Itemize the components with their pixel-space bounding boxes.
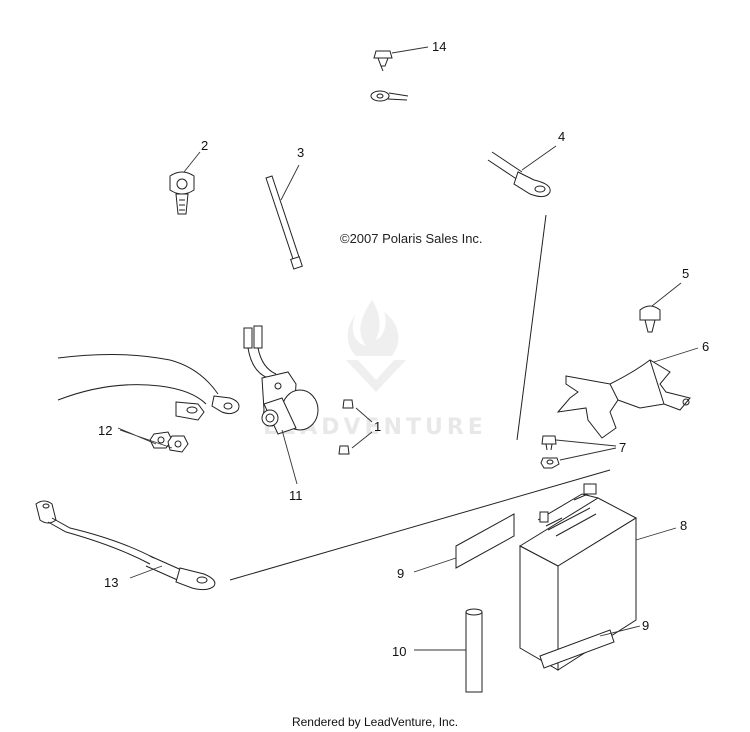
- part-9-label-upper: [455, 513, 515, 569]
- copyright-text: ©2007 Polaris Sales Inc.: [340, 231, 483, 246]
- part-13-cable: [35, 500, 216, 591]
- divider-line-2: [229, 469, 611, 581]
- part-7-nut: [540, 457, 560, 469]
- part-7-bolt: [541, 435, 557, 451]
- part-4-cable: [487, 151, 551, 198]
- divider-line-1: [516, 214, 547, 441]
- solenoid-wire-terminal: [211, 395, 240, 415]
- callout-9a: 9: [397, 566, 404, 581]
- part-9-label-lower: [539, 629, 615, 669]
- part-1-screw-b: [338, 445, 350, 455]
- callout-5: 5: [682, 266, 689, 281]
- part-14-rivet: [373, 50, 393, 72]
- callout-14: 14: [432, 39, 446, 54]
- callout-11: 11: [289, 488, 303, 503]
- callout-13: 13: [104, 575, 118, 590]
- callout-4: 4: [558, 129, 565, 144]
- callout-9b: 9: [642, 618, 649, 633]
- callout-3: 3: [297, 145, 304, 160]
- part-12-nut-b: [167, 435, 189, 453]
- part-6-bracket: [556, 359, 691, 439]
- part-10-vent-tube: [465, 608, 483, 693]
- footer-text: Rendered by LeadVenture, Inc.: [292, 715, 458, 729]
- flame-logo-icon: [347, 300, 399, 356]
- callout-10: 10: [392, 644, 406, 659]
- callout-6: 6: [702, 339, 709, 354]
- callout-1: 1: [374, 419, 381, 434]
- part-11-solenoid: [243, 325, 319, 435]
- part-3-cable-tie: [265, 175, 303, 270]
- part-2-clip: [169, 171, 195, 215]
- callout-12: 12: [98, 423, 112, 438]
- callout-7: 7: [619, 440, 626, 455]
- callout-8: 8: [680, 518, 687, 533]
- main-cable-upper: [57, 353, 219, 421]
- part-1-screw-a: [342, 399, 354, 409]
- part-14-ring-terminal: [370, 90, 409, 102]
- callout-2: 2: [201, 138, 208, 153]
- part-5-screw: [639, 305, 661, 333]
